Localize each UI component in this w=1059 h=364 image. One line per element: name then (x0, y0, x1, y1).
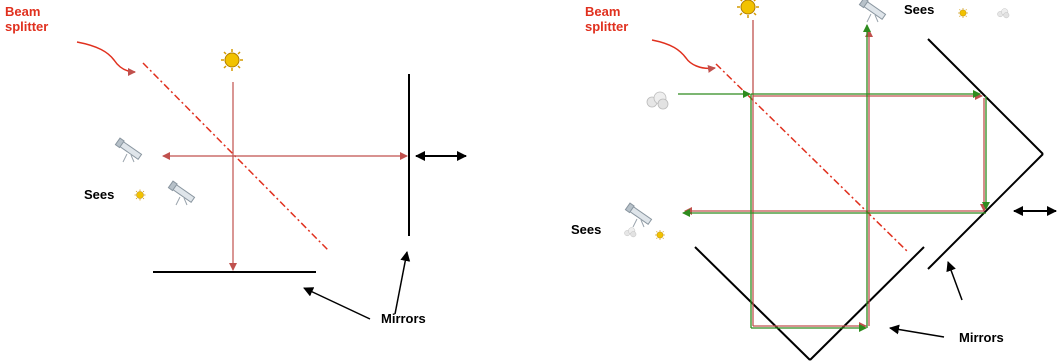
right-sun-icon (736, 0, 760, 19)
right-left-sees-label: Sees (571, 222, 602, 237)
left-mirrors-pointer-1 (303, 287, 371, 320)
left-beam-label-line1: Beam (5, 4, 41, 19)
left-sees-telescope-icon (167, 180, 196, 206)
right-splitter-label-line2: splitter (585, 19, 629, 34)
left-setup (76, 41, 467, 320)
right-mirrors-label: Mirrors (959, 330, 1004, 345)
right-top-telescope-icon (858, 0, 887, 23)
right-green-beams (678, 24, 990, 332)
left-sees-label: Sees (84, 187, 115, 202)
right-top-sees-sun-icon (957, 7, 969, 19)
right-top-sees-label: Sees (904, 2, 935, 17)
right-mirrors-pointer-1 (946, 261, 963, 301)
left-sun-icon (220, 48, 244, 72)
right-setup (624, 0, 1057, 361)
left-mirrors-label: Mirrors (381, 311, 426, 326)
right-left-sees-sun-icon (654, 229, 666, 241)
right-top-sees-cloud-icon (997, 8, 1010, 19)
right-beam-label-line1: Beam (585, 4, 621, 19)
right-beam-splitter-label: Beam splitter (585, 4, 628, 34)
right-cloud-icon (646, 91, 669, 110)
right-left-telescope-icon (624, 202, 653, 228)
left-splitter-label-line2: splitter (5, 19, 49, 34)
left-sees-sun-icon (134, 189, 146, 201)
left-splitter-pointer-arrow (76, 41, 136, 76)
left-mirrors-pointer-2 (394, 251, 411, 315)
left-telescope-icon (114, 137, 143, 163)
left-beam-splitter-label: Beam splitter (5, 4, 48, 34)
right-left-sees-cloud-icon (624, 227, 637, 238)
right-splitter-pointer-arrow (651, 39, 716, 73)
right-beam-splitter (715, 63, 909, 253)
right-mirrors-pointer-2 (889, 324, 945, 338)
